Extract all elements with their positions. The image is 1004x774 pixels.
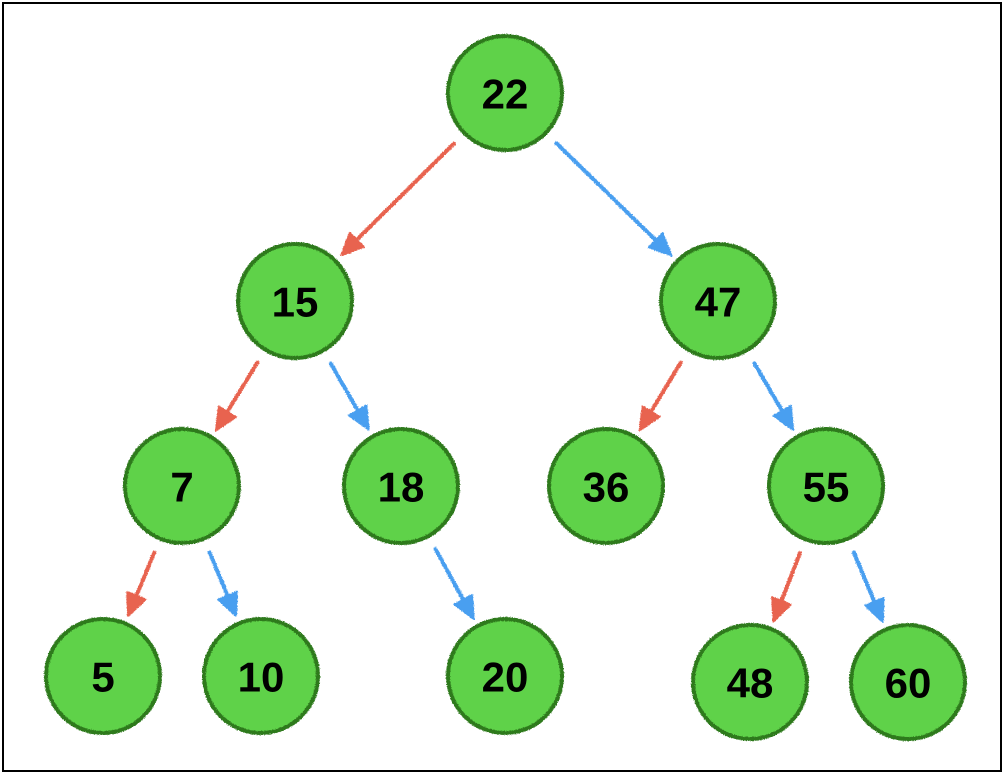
edge-n15-n7 — [214, 360, 260, 432]
node-label: 60 — [885, 660, 932, 707]
arrowhead — [772, 404, 795, 431]
node-circle — [446, 34, 564, 152]
node-circle — [236, 242, 354, 360]
tree-node-15: 15 — [236, 242, 354, 360]
edge-line — [225, 360, 260, 414]
arrowhead — [638, 405, 661, 432]
node-label: 5 — [91, 654, 114, 701]
node-label: 22 — [482, 71, 529, 118]
edge-n47-n55 — [752, 361, 795, 431]
edge-line — [433, 547, 466, 602]
node-label: 18 — [378, 464, 425, 511]
arrowhead — [126, 590, 147, 617]
edge-n18-n20 — [433, 547, 475, 620]
edge-n7-n5 — [126, 550, 157, 617]
node-circle — [767, 427, 885, 545]
node-circle — [202, 617, 320, 735]
tree-node-20: 20 — [446, 617, 564, 735]
arrowhead — [214, 405, 237, 432]
edge-n55-n60 — [851, 550, 885, 624]
node-label: 20 — [482, 654, 529, 701]
node-label: 10 — [238, 654, 285, 701]
tree-node-10: 10 — [202, 617, 320, 735]
edge-n7-n10 — [207, 550, 238, 617]
tree-node-22: 22 — [446, 34, 564, 152]
arrowhead — [771, 596, 792, 623]
node-circle — [849, 623, 967, 741]
edge-line — [779, 551, 802, 603]
edge-line — [207, 550, 230, 598]
tree-node-7: 7 — [123, 427, 241, 545]
node-circle — [446, 617, 564, 735]
edge-n55-n48 — [771, 551, 802, 623]
tree-node-48: 48 — [691, 623, 809, 741]
edge-n22-n15 — [340, 141, 456, 257]
node-label: 48 — [727, 660, 774, 707]
arrowhead — [647, 232, 673, 257]
edge-n15-n18 — [328, 361, 370, 431]
edge-line — [851, 550, 877, 604]
edge-line — [554, 141, 658, 243]
node-circle — [691, 623, 809, 741]
node-label: 36 — [583, 464, 630, 511]
edge-line — [752, 361, 785, 413]
edge-line — [354, 141, 456, 242]
tree-node-55: 55 — [767, 427, 885, 545]
node-circle — [659, 242, 777, 360]
node-label: 47 — [695, 279, 742, 326]
edge-n47-n36 — [638, 360, 683, 432]
node-label: 7 — [170, 464, 193, 511]
arrowhead — [453, 593, 475, 620]
edge-n22-n47 — [554, 141, 673, 257]
tree-node-47: 47 — [659, 242, 777, 360]
node-circle — [342, 427, 460, 545]
edges-layer — [126, 141, 885, 624]
node-label: 15 — [272, 279, 319, 326]
edge-line — [328, 361, 360, 413]
node-circle — [547, 427, 665, 545]
arrowhead — [348, 404, 370, 431]
arrowhead — [864, 596, 885, 624]
arrowhead — [217, 590, 238, 617]
tree-node-36: 36 — [547, 427, 665, 545]
edge-line — [134, 550, 157, 598]
arrowhead — [340, 231, 365, 257]
node-circle — [44, 617, 162, 735]
node-label: 55 — [803, 464, 850, 511]
tree-node-5: 5 — [44, 617, 162, 735]
tree-node-60: 60 — [849, 623, 967, 741]
node-circle — [123, 427, 241, 545]
edge-line — [649, 360, 683, 414]
tree-node-18: 18 — [342, 427, 460, 545]
